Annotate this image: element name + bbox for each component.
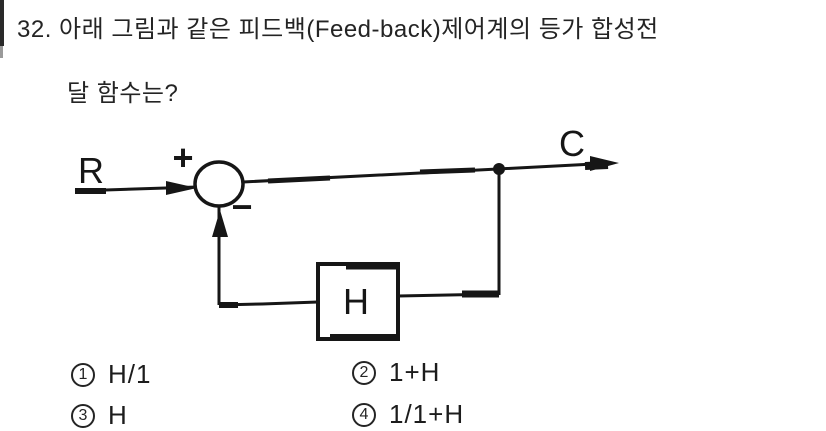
choice-3-number-badge: 3 bbox=[71, 403, 95, 428]
choice-1-label: H/1 bbox=[108, 359, 152, 389]
output-arrowhead-icon bbox=[590, 156, 619, 171]
feedback-up-arrowhead-icon bbox=[212, 210, 228, 237]
output-signal-label: C bbox=[559, 123, 585, 164]
left-margin-rule-faded bbox=[0, 46, 3, 58]
answer-choice-2: 2 1+H bbox=[352, 357, 440, 388]
question-text-line1: 32. 아래 그림과 같은 피드백(Feed-back)제어계의 등가 합성전 bbox=[17, 16, 659, 43]
choice-4-number-badge: 4 bbox=[352, 402, 376, 427]
feedback-block-box bbox=[316, 262, 400, 341]
feedback-block-label: H bbox=[343, 281, 369, 322]
choice-2-number-badge: 2 bbox=[352, 360, 376, 385]
summing-junction-circle bbox=[193, 160, 245, 208]
left-margin-rule bbox=[0, 0, 4, 46]
answer-choice-3: 3 H bbox=[71, 400, 128, 431]
input-arrowhead-icon bbox=[166, 181, 197, 195]
input-signal-label: R bbox=[78, 150, 104, 191]
choice-4-label: 1/1+H bbox=[389, 399, 465, 429]
plus-sign: + bbox=[172, 137, 193, 178]
question-text-line2: 달 함수는? bbox=[67, 80, 179, 107]
choice-3-label: H bbox=[108, 400, 128, 430]
minus-sign: − bbox=[231, 186, 252, 227]
forward-path-thick-segment-2 bbox=[419, 167, 476, 175]
answer-choice-4: 4 1/1+H bbox=[352, 399, 464, 430]
forward-path-thick-segment-1 bbox=[267, 175, 331, 184]
answer-choice-1: 1 H/1 bbox=[71, 359, 151, 390]
choice-1-number-badge: 1 bbox=[71, 362, 95, 387]
choice-2-label: 1+H bbox=[389, 357, 441, 387]
